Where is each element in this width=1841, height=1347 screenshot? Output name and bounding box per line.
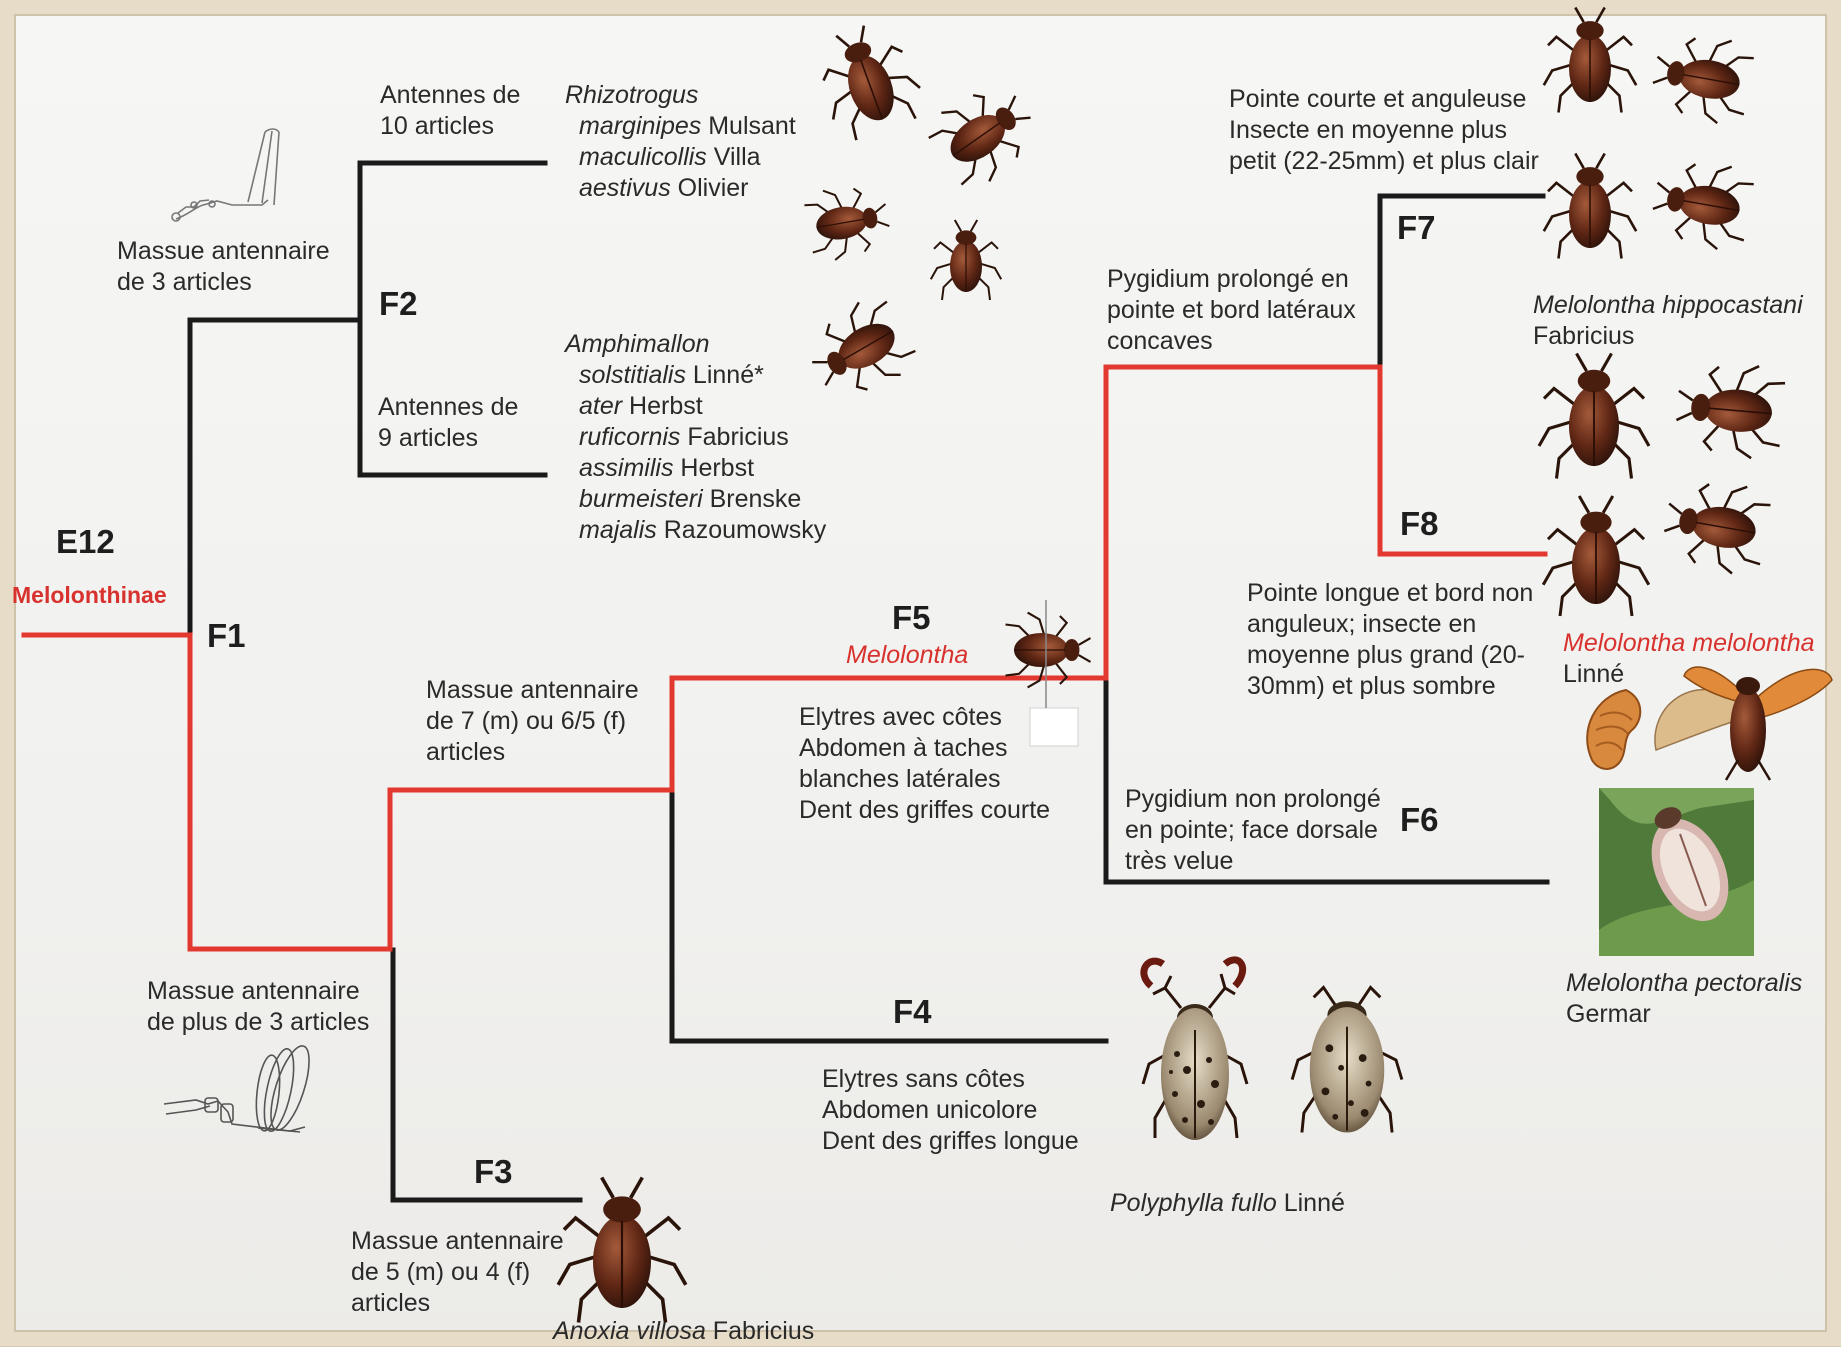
specimen-hippocastani-4 [1648, 155, 1756, 254]
specimen-melolontha-2 [1674, 359, 1787, 460]
specimen-hippocastani-3 [1544, 154, 1636, 259]
specimen-amphimallon [798, 290, 922, 410]
specimen-polyphylla-2 [1292, 987, 1402, 1132]
specimen-anoxia-villosa [558, 1178, 686, 1323]
specimen-rhizotrogus-3 [802, 180, 893, 263]
specimen-larva [1587, 690, 1640, 769]
specimen-rhizotrogus-1 [807, 15, 930, 145]
specimen-polyphylla-1 [1143, 960, 1247, 1140]
specimen-melolontha-3 [1543, 496, 1649, 616]
specimen-melolontha-1 [1539, 354, 1649, 479]
specimen-rhizotrogus-2 [921, 73, 1047, 196]
specimen-melolontha-side [1006, 613, 1091, 688]
specimen-hippocastani-1 [1544, 8, 1636, 113]
specimen-melolontha-4 [1659, 474, 1773, 578]
specimen-rhizotrogus-4 [931, 220, 1001, 300]
photo-melolontha-pectoralis [1599, 788, 1754, 956]
specimen-hippocastani-2 [1648, 29, 1756, 128]
specimen-label-tag [1030, 708, 1078, 746]
specimen-flying-cockchafer [1655, 667, 1832, 780]
